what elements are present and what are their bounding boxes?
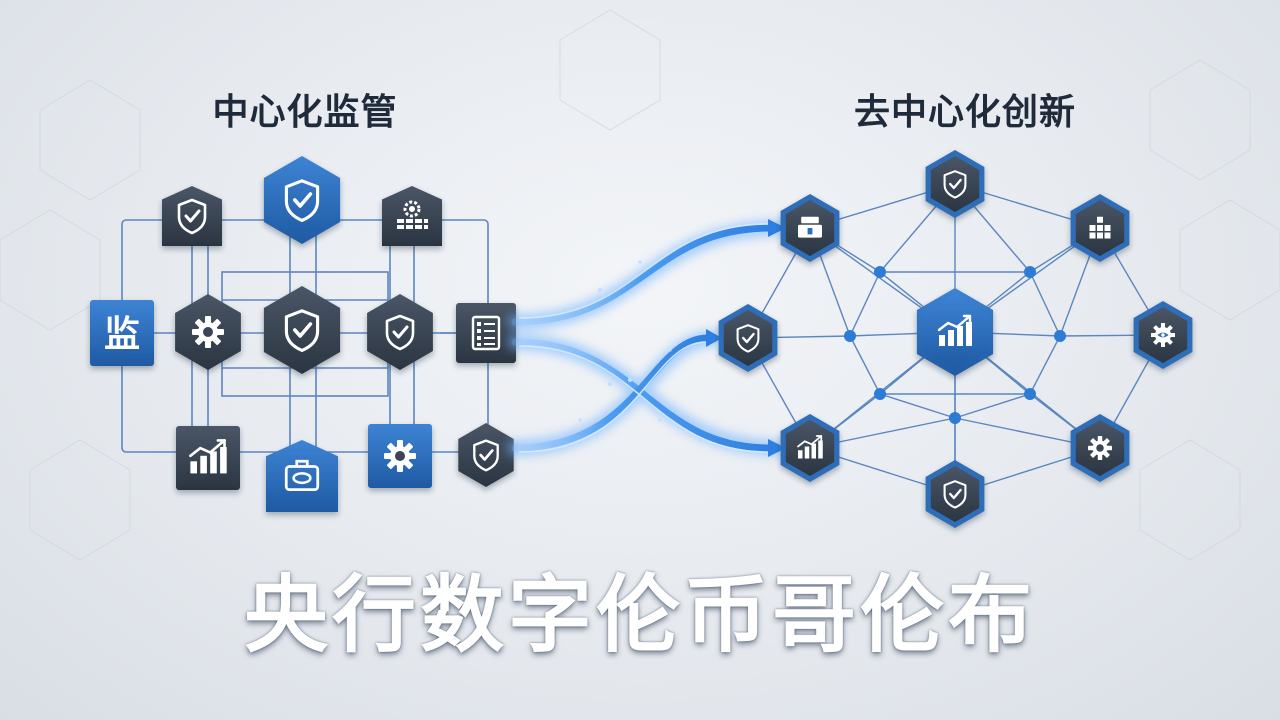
shield-node-top xyxy=(925,150,985,218)
network-junction-dot xyxy=(1024,388,1036,400)
chart-node-center xyxy=(916,288,994,376)
network-junction-dot xyxy=(874,388,886,400)
network-junction-dot xyxy=(1054,330,1066,342)
network-junction-dot xyxy=(844,330,856,342)
gear-icon xyxy=(1088,436,1112,460)
main-title: 央行数字伦币哥伦布 xyxy=(243,566,1036,664)
shield-node-bottom-far-right xyxy=(458,423,514,487)
decentralized-innovation-heading: 去中心化创新 xyxy=(853,92,1076,133)
gear-node-bottom-right xyxy=(368,424,432,488)
arrowhead-top xyxy=(768,219,786,237)
centralized-nodes: 监 xyxy=(90,156,516,512)
grid-node-top-right xyxy=(1070,194,1130,262)
eye-gear-node-right xyxy=(1133,301,1193,369)
server-node-top-left xyxy=(780,194,840,262)
network-edge xyxy=(1029,271,1061,337)
gear-icon xyxy=(384,440,416,472)
shield-node-center xyxy=(263,286,341,374)
network-edge xyxy=(879,393,956,419)
network-edge xyxy=(954,393,1031,419)
gear-node-bottom-right xyxy=(1070,414,1130,482)
background-pattern xyxy=(0,9,1280,561)
shield-node-bottom xyxy=(925,460,985,528)
flow-arrow-top xyxy=(511,224,774,326)
network-junction-dot xyxy=(874,266,886,278)
checklist-node xyxy=(456,303,516,363)
shield-node-middle-right xyxy=(367,294,433,370)
arrowhead-bottom xyxy=(768,439,786,457)
centralized-regulation-heading: 中心化监管 xyxy=(212,92,398,133)
flow-arrow-bottom xyxy=(511,338,774,452)
chart-node-bottom-left xyxy=(176,426,240,490)
gear-node-middle-left xyxy=(175,294,241,370)
network-edge xyxy=(1029,335,1061,395)
shield-node-top-left xyxy=(162,186,222,246)
arrowhead-middle xyxy=(706,329,722,347)
shield-node-left xyxy=(718,304,778,372)
gear-icon xyxy=(192,316,224,348)
regulation-badge: 监 xyxy=(90,300,154,366)
briefcase-node-bottom xyxy=(266,440,338,512)
network-junctions xyxy=(844,266,1066,424)
shield-node-top-center xyxy=(263,156,341,244)
network-edge xyxy=(849,271,881,337)
eye-gear-icon xyxy=(1151,323,1175,347)
chart-node-bottom-left xyxy=(780,414,840,482)
server-icon xyxy=(798,216,822,238)
flow-arrows xyxy=(507,219,788,457)
badge-text: 监 xyxy=(104,314,140,355)
network-junction-dot xyxy=(949,412,961,424)
gear-grid-node-top-right xyxy=(382,186,442,246)
network-junction-dot xyxy=(1024,266,1036,278)
decentralized-nodes xyxy=(718,150,1193,528)
network-edge xyxy=(849,335,881,395)
